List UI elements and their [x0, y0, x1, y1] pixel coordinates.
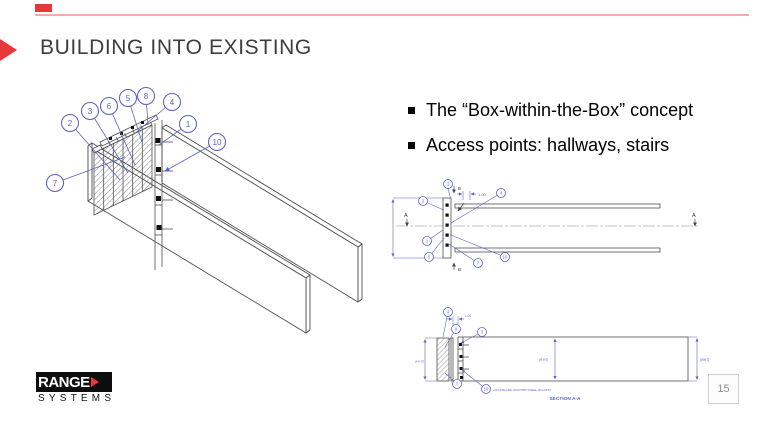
callout-label: 10 — [484, 387, 489, 392]
plan-view-drawing: A A B B 1.00 — [391, 179, 700, 272]
section-letter: A — [692, 213, 696, 219]
callout-label: 5 — [126, 94, 131, 103]
callout-label: 4 — [447, 310, 450, 315]
frame-column — [154, 120, 173, 270]
bullet-list: The “Box-within-the-Box” concept Access … — [408, 99, 762, 169]
callout-label: 10 — [213, 138, 222, 147]
callout: 3 — [443, 179, 453, 189]
plan-anchors — [445, 203, 449, 247]
dim-label: [H HT] — [416, 360, 425, 364]
callout-label: 5 — [428, 255, 431, 260]
section-markers: A A B B — [404, 186, 697, 272]
callout-label: 7 — [53, 179, 58, 188]
callout-label: 2 — [422, 199, 425, 204]
callout-label: 3 — [88, 107, 93, 116]
logo-arrow-icon — [90, 377, 99, 387]
logo-bar: RANGE — [36, 372, 112, 392]
bullet-square-icon — [408, 142, 415, 149]
isometric-drawing: 2 3 6 5 8 4 1 10 7 — [45, 86, 363, 334]
iso-callouts: 2 3 6 5 8 4 1 10 7 — [45, 86, 227, 193]
bullet-item: The “Box-within-the-Box” concept — [408, 99, 762, 122]
logo-systems-text: SYSTEMS — [38, 393, 116, 404]
bullet-square-icon — [408, 107, 415, 114]
section-geometry — [436, 336, 689, 382]
callout: 4 — [162, 92, 182, 112]
callout: 1 — [178, 114, 198, 134]
section-title: SECTION A-A — [549, 396, 581, 402]
callout: 5 — [424, 252, 434, 262]
dim-label: 1.00 — [465, 314, 471, 318]
bullet-item: Access points: hallways, stairs — [408, 134, 762, 157]
accent-rect — [35, 4, 52, 12]
callout-label: 4 — [500, 191, 503, 196]
callout: 3 — [80, 101, 100, 121]
callout-label: 3 — [447, 182, 450, 187]
callout: 1 — [422, 236, 432, 246]
callout: 10 — [500, 252, 510, 262]
callout-label: 1 — [426, 239, 429, 244]
callout-label: 7 — [477, 261, 480, 266]
callout: 2 — [60, 113, 80, 133]
callout: 6 — [99, 96, 119, 116]
bullet-text: The “Box-within-the-Box” concept — [426, 100, 694, 120]
callout-label: 4 — [170, 98, 175, 107]
section-dimensions: [H HT] [H HT] [WHT] 1.00 — [416, 314, 709, 382]
section-note: LOCATE AND ANCHOR STEEL ON ASSY — [493, 388, 551, 392]
callout-label: 10 — [503, 255, 508, 260]
callout: 7 — [45, 173, 65, 193]
bullet-text: Access points: hallways, stairs — [426, 135, 670, 155]
callout: 10 — [207, 132, 227, 152]
section-callouts: 4 8 3 7 10 — [443, 307, 491, 394]
section-letter: A — [404, 213, 408, 219]
callout: 3 — [477, 327, 487, 337]
title-chevron-icon — [0, 39, 17, 61]
callout-label: 7 — [456, 382, 459, 387]
dim-label: [WHT] — [700, 358, 709, 362]
callout-label: 8 — [455, 327, 458, 332]
plan-walls — [442, 197, 661, 259]
section-view-drawing: [H HT] [H HT] [WHT] 1.00 4 8 3 7 — [416, 307, 709, 402]
callout-label: 1 — [186, 120, 191, 129]
page-title: BUILDING INTO EXISTING — [40, 36, 312, 59]
dim-label: 1.00 — [478, 192, 487, 197]
plan-callouts: 2 3 4 1 5 7 10 — [418, 179, 510, 268]
callout-label: 8 — [144, 92, 149, 101]
callout-label: 3 — [481, 330, 484, 335]
callout: 4 — [496, 188, 506, 198]
range-systems-logo: RANGE SYSTEMS — [36, 372, 114, 404]
callout: 8 — [136, 86, 156, 106]
logo-range-text: RANGE — [38, 373, 90, 391]
callout-label: 2 — [68, 119, 73, 128]
trap-assembly — [91, 114, 159, 216]
callout: 4 — [443, 307, 453, 317]
callout: 10 — [481, 384, 491, 394]
detail-letter: B — [458, 186, 461, 191]
corridor-walls — [87, 124, 363, 334]
callout: 8 — [451, 324, 461, 334]
callout-label: 6 — [107, 102, 112, 111]
callout: 2 — [418, 196, 428, 206]
callout: 7 — [473, 258, 483, 268]
detail-letter: B — [458, 267, 461, 272]
plan-dimensions: 1.00 — [391, 191, 487, 259]
callout: 7 — [452, 379, 462, 389]
page-number-badge: 15 — [708, 374, 739, 404]
callout: 5 — [118, 88, 138, 108]
top-divider-line — [35, 14, 749, 16]
dim-label: [H HT] — [539, 358, 548, 362]
